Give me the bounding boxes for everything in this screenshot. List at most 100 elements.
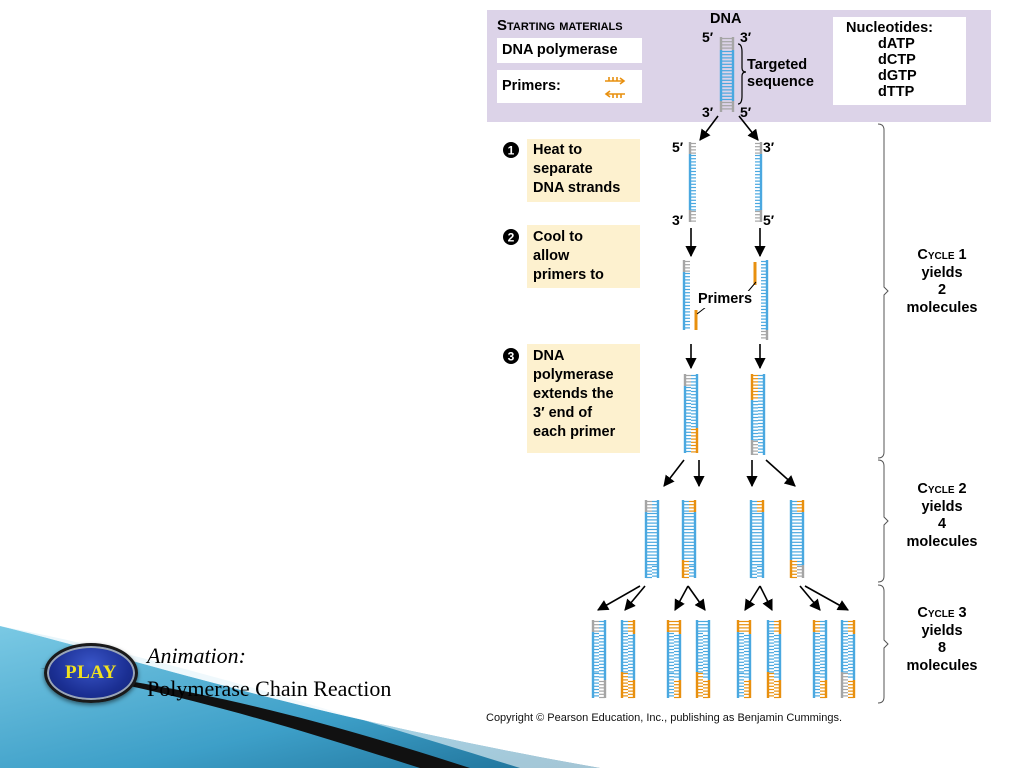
dna-strand — [758, 374, 766, 455]
dna-strand — [620, 620, 628, 698]
cycle-number: 1 — [958, 247, 967, 263]
dna-strand — [674, 620, 682, 699]
animation-subtitle: Polymerase Chain Reaction — [147, 676, 392, 701]
step-1-box — [527, 139, 640, 202]
flow-arrows — [597, 115, 849, 612]
step-number-icons: 1 2 3 — [503, 142, 519, 364]
flow-arrow — [699, 115, 719, 141]
strand-label-right-bottom: 5′ — [763, 212, 775, 228]
dna-bottom-3prime: 3′ — [702, 104, 714, 120]
dna-polymerase-label: DNA polymerase — [502, 42, 618, 58]
dna-strand — [812, 620, 820, 698]
dna-strands — [591, 37, 856, 699]
step-2-line: allow — [533, 248, 570, 264]
step-1-line: DNA strands — [533, 180, 621, 196]
dna-strand — [695, 620, 703, 698]
cycle-word: Cycle — [917, 247, 955, 263]
cycle-word: Cycle — [917, 605, 955, 621]
cycle-number: 3 — [958, 605, 967, 621]
svg-text:1: 1 — [508, 144, 515, 158]
cycle-yields: yields — [921, 264, 963, 281]
annealed-strand-left — [682, 260, 690, 330]
step-2-box — [527, 225, 640, 288]
cycle-yields: yields — [921, 498, 963, 515]
primer-legend-icon — [604, 77, 626, 98]
primers-box: Primers: — [497, 70, 642, 103]
dna-strand — [757, 500, 765, 578]
separated-strand-left — [688, 142, 696, 222]
targeted-sequence-label-line1: Targeted — [747, 57, 808, 73]
cycle2-molecule — [644, 500, 660, 579]
nucleotide-dctp: dCTP — [878, 52, 916, 68]
step-2-line: Cool to — [533, 229, 583, 245]
flow-arrow — [765, 459, 796, 487]
cycle-brackets — [877, 123, 889, 704]
cycle-molecules: molecules — [906, 299, 978, 316]
strand-label-right-top: 3′ — [763, 139, 775, 155]
dna-polymerase-box: DNA polymerase — [497, 38, 642, 63]
dna-strand — [591, 620, 599, 698]
flow-arrow — [744, 585, 761, 611]
step-3-line: 3′ end of — [533, 405, 593, 421]
cycle-bracket — [877, 459, 889, 583]
dna-strand — [820, 620, 828, 699]
cycle3-molecule — [736, 620, 752, 699]
dna-strand — [727, 37, 735, 112]
copyright-notice: Copyright © Pearson Education, Inc., pub… — [486, 712, 843, 724]
cycle-bracket — [877, 584, 889, 704]
cycle-molecules: molecules — [906, 533, 978, 550]
nucleotides-title: Nucleotides: — [846, 20, 934, 36]
nucleotide-datp: dATP — [878, 36, 915, 52]
cycle2-molecule — [681, 500, 697, 579]
targeted-sequence-brace — [737, 43, 747, 105]
dna-strand — [744, 620, 752, 699]
dna-top-5prime: 5′ — [702, 29, 714, 45]
step-2-line: primers to — [533, 267, 604, 283]
cycle-3-label: Cycle 3 yields 8 molecules — [887, 605, 997, 675]
cycle-1-label: Cycle 1 yields 2 molecules — [887, 247, 997, 317]
cycle-2-label: Cycle 2 yields 4 molecules — [887, 481, 997, 551]
dna-strand — [644, 500, 652, 579]
cycle3-molecule — [620, 620, 636, 699]
play-button[interactable]: PLAY — [44, 643, 138, 703]
cycle1-molecule — [683, 374, 699, 453]
dna-strand — [689, 500, 697, 578]
dna-strand — [666, 620, 674, 698]
decorative-swoosh — [0, 626, 600, 768]
cycle3-molecule — [695, 620, 711, 699]
dna-strand — [652, 500, 660, 578]
cycle-number: 2 — [958, 481, 967, 497]
cycle-count: 2 — [937, 282, 947, 298]
dna-strand — [789, 500, 797, 579]
strand-label-left-top: 5′ — [672, 139, 684, 155]
separated-strand-right — [755, 142, 763, 222]
nucleotides-box: Nucleotides: dATP dCTP dGTP dTTP — [833, 17, 966, 105]
dna-strand — [750, 374, 758, 455]
step-2-number-icon: 2 — [503, 229, 519, 245]
step-3-line: extends the — [533, 386, 614, 402]
dna-top-3prime: 3′ — [740, 29, 752, 45]
dna-strand — [848, 620, 856, 699]
step-3-box — [527, 344, 640, 453]
dna-strand — [719, 37, 727, 112]
starting-dna-molecule — [719, 37, 735, 112]
primers-annotation-label: Primers — [697, 291, 754, 308]
cycle3-molecule — [591, 620, 607, 699]
cycle2-molecule — [789, 500, 805, 579]
cycle-bracket — [877, 123, 889, 459]
flow-arrow — [804, 585, 849, 611]
flow-arrow — [674, 585, 689, 611]
annealed-strand-right — [761, 260, 769, 340]
cycle3-molecule — [766, 620, 782, 699]
dna-strand — [703, 620, 711, 699]
animation-title: Animation: — [147, 643, 246, 668]
dna-strand — [774, 620, 782, 699]
flow-arrow — [663, 459, 685, 487]
dna-strand — [749, 500, 757, 579]
dna-strand — [766, 620, 774, 698]
cycle-molecules: molecules — [906, 657, 978, 674]
cycle3-molecule — [812, 620, 828, 699]
cycle3-molecule — [840, 620, 856, 699]
starting-materials-heading: Starting materials — [497, 17, 623, 34]
